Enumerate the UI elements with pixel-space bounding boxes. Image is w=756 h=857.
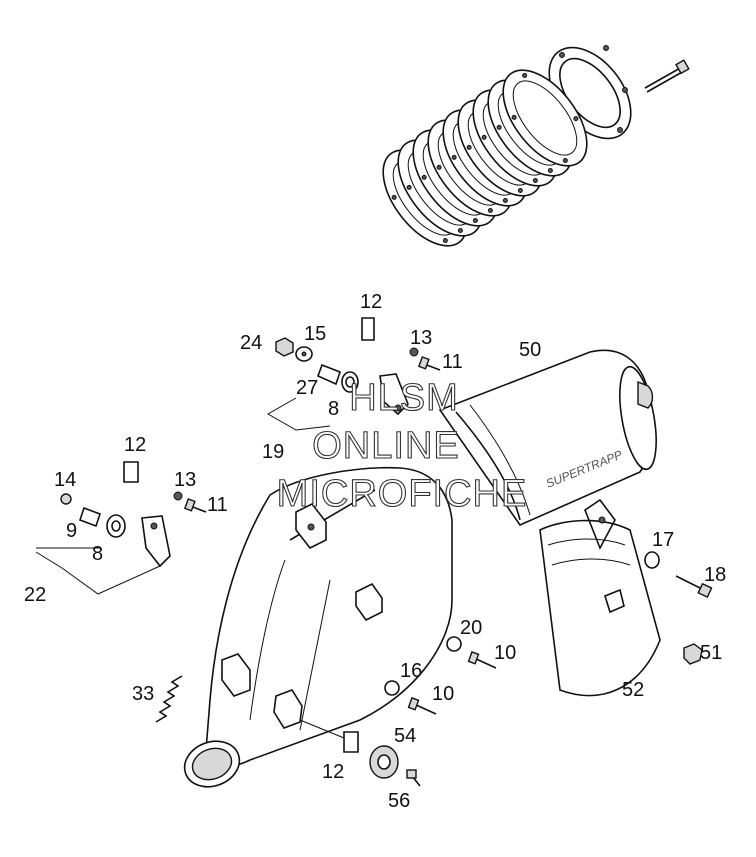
label-8-upper: 8	[328, 398, 339, 420]
long-bolt	[644, 59, 690, 93]
label-16: 16	[400, 660, 422, 682]
label-20: 20	[460, 617, 482, 639]
bracket-arm	[141, 515, 171, 568]
spring-disc	[502, 69, 588, 167]
spacer-9	[78, 506, 102, 528]
bolt-18	[675, 575, 705, 591]
disc-hole	[511, 114, 517, 120]
label-50: 50	[519, 339, 541, 361]
clamp-band	[539, 498, 661, 697]
clip-12-lower	[343, 731, 359, 753]
label-12-lower: 12	[322, 761, 344, 783]
bush-8-left	[106, 514, 126, 538]
disc-hole	[496, 124, 502, 130]
label-9: 9	[66, 520, 77, 542]
label-27: 27	[296, 377, 318, 399]
muffler-disc-pack	[382, 45, 690, 247]
spring-disc-inner	[512, 80, 578, 156]
label-12-top: 12	[360, 291, 382, 313]
label-52: 52	[622, 679, 644, 701]
washer-16	[384, 680, 400, 696]
bracket-mid	[355, 582, 383, 622]
disc-hole	[573, 116, 579, 122]
bolt-10-lower	[413, 703, 437, 715]
label-13-upper: 13	[410, 327, 432, 349]
label-8-left: 8	[92, 543, 103, 565]
label-14: 14	[54, 469, 76, 491]
disc-hole	[517, 188, 523, 194]
disc-hole	[502, 198, 508, 204]
washer-20	[446, 636, 462, 652]
clip-12-left	[123, 461, 139, 483]
bracket-bottom	[273, 689, 303, 729]
spring-33	[155, 675, 183, 723]
disc-hole	[406, 184, 412, 190]
bolt-10-upper	[473, 657, 497, 669]
disc-hole	[472, 218, 478, 224]
label-33: 33	[132, 683, 154, 705]
label-19: 19	[262, 441, 284, 463]
label-51: 51	[700, 642, 722, 664]
part-numbers: 50 12 24 15 13 11 27 8 19 12 14 13 11 9 …	[24, 291, 726, 812]
label-56: 56	[388, 790, 410, 812]
label-13-left: 13	[174, 469, 196, 491]
nut-14	[60, 493, 72, 505]
bush-8-upper	[341, 371, 359, 393]
disc-hole	[391, 194, 397, 200]
spacer-27	[316, 363, 341, 386]
disc-hole	[487, 208, 493, 214]
nut-24	[275, 337, 294, 357]
disc-hole	[442, 238, 448, 244]
cap-nut-51	[683, 643, 703, 665]
label-10-upper: 10	[494, 642, 516, 664]
washer-17	[644, 551, 660, 569]
label-10-lower: 10	[432, 683, 454, 705]
washer-13-upper	[409, 347, 419, 357]
label-11-upper: 11	[442, 351, 463, 373]
watermark: HLSM ONLINE MICROFICHE	[276, 376, 528, 515]
disc-hole	[522, 72, 528, 78]
label-15: 15	[304, 323, 326, 345]
disc-hole	[457, 228, 463, 234]
disc-hole	[547, 168, 553, 174]
washer-13-left	[173, 491, 183, 501]
watermark-line-2: ONLINE	[312, 425, 459, 467]
watermark-line-3: MICROFICHE	[277, 473, 528, 515]
label-12-left: 12	[124, 434, 146, 456]
bracket-lower	[221, 653, 251, 697]
disc-hole	[421, 174, 427, 180]
disc-hole	[532, 178, 538, 184]
label-54: 54	[394, 725, 416, 747]
label-22: 22	[24, 584, 46, 606]
leader-19	[266, 397, 331, 431]
disc-hole	[481, 134, 487, 140]
label-24: 24	[240, 332, 262, 354]
label-11-left: 11	[207, 494, 228, 516]
label-17: 17	[652, 529, 674, 551]
disc-hole	[451, 154, 457, 160]
silencer-body: SUPERTRAPP	[438, 349, 657, 526]
disc-hole	[466, 144, 472, 150]
watermark-line-1: HLSM	[349, 377, 459, 419]
leader-22	[35, 551, 161, 595]
bracket-19	[379, 373, 409, 416]
disc-stack	[382, 69, 588, 247]
disc-hole	[562, 158, 568, 164]
clip-12-top	[361, 317, 375, 341]
disc-hole	[436, 164, 442, 170]
label-18: 18	[704, 564, 726, 586]
